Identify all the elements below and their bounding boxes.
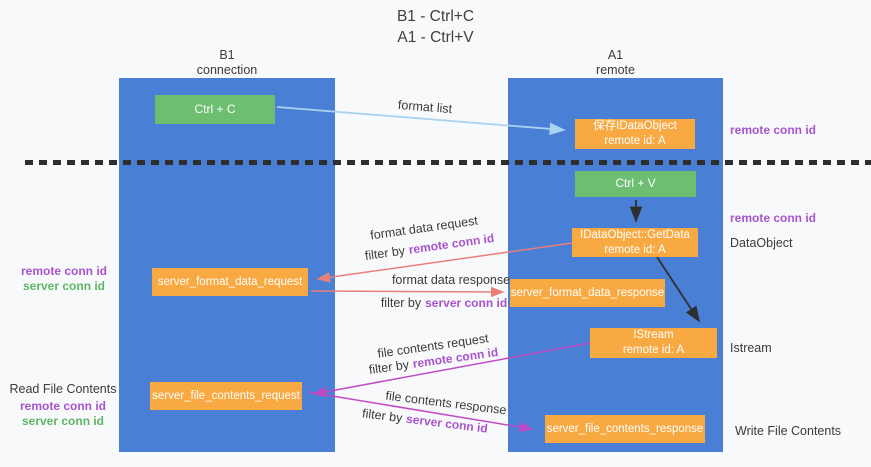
diagram-title: B1 - Ctrl+C A1 - Ctrl+V	[0, 6, 871, 48]
ctrl-v-label: Ctrl + V	[615, 176, 656, 191]
istream-line2: remote id: A	[622, 344, 685, 356]
server-conn-id-annotation: server conn id	[22, 279, 106, 293]
server-conn-id-annotation: server conn id	[21, 414, 105, 428]
left-conn-id-annotation-bottom: remote conn id server conn id	[8, 399, 118, 429]
lifeline-header-b1: B1 connection	[119, 48, 335, 78]
idataobject-getdata-box: IDataObject::GetData remote id: A	[572, 228, 698, 257]
filter-by-text: filter by	[361, 406, 404, 426]
idataobject-getdata-line2: remote id: A	[604, 243, 666, 256]
server-format-data-response-box: server_format_data_response	[510, 279, 665, 307]
remote-conn-id-annotation-mid: remote conn id	[730, 211, 817, 225]
dataobject-annotation: DataObject	[730, 236, 793, 250]
read-file-contents-annotation: Read File Contents	[9, 382, 117, 396]
server-file-contents-response-box: server_file_contents_response	[545, 415, 705, 443]
istream-annotation: Istream	[730, 341, 772, 355]
server-file-contents-request-box: server_file_contents_request	[150, 382, 302, 410]
server-conn-id-key: server conn id	[405, 411, 489, 436]
filter-by-text: filter by	[380, 296, 422, 310]
server-file-contents-request-label: server_file_contents_request	[152, 389, 300, 402]
filter-by-text: filter by	[364, 243, 406, 263]
format-data-response-arrow	[310, 286, 505, 298]
idataobject-getdata-line1: IDataObject::GetData	[580, 228, 690, 241]
istream-box: IStream remote id: A	[590, 328, 717, 358]
remote-conn-id-annotation: remote conn id	[20, 264, 107, 278]
istream-line1: IStream	[633, 329, 674, 342]
save-idataobject-line2: remote id: A	[604, 135, 666, 147]
title-line-1: B1 - Ctrl+C	[396, 8, 475, 25]
ctrl-v-box: Ctrl + V	[575, 171, 696, 197]
format-list-label: format list	[397, 97, 453, 117]
left-conn-id-annotation-mid: remote conn id server conn id	[14, 264, 114, 294]
format-data-response-label: format data response	[391, 273, 511, 287]
ctrl-c-label: Ctrl + C	[194, 101, 236, 116]
lifeline-a1-title: A1	[607, 48, 624, 62]
remote-conn-id-annotation: remote conn id	[19, 399, 106, 413]
title-line-2: A1 - Ctrl+V	[397, 29, 474, 46]
server-conn-id-key: server conn id	[425, 296, 508, 310]
lifeline-a1-subtitle: remote	[596, 63, 635, 77]
ctrl-c-box: Ctrl + C	[155, 95, 275, 124]
server-format-data-request-box: server_format_data_request	[152, 268, 308, 296]
server-format-data-response-label: server_format_data_response	[510, 286, 665, 299]
server-file-contents-response-label: server_file_contents_response	[546, 422, 704, 435]
save-idataobject-box: 保存IDataObject remote id: A	[575, 119, 695, 149]
write-file-contents-annotation: Write File Contents	[735, 424, 842, 438]
phase-separator-dashed-line	[25, 160, 871, 165]
lifeline-b1-title: B1	[219, 48, 235, 62]
remote-conn-id-annotation-top: remote conn id	[730, 123, 817, 137]
server-format-data-request-label: server_format_data_request	[157, 275, 303, 288]
lifeline-header-a1: A1 remote	[508, 48, 723, 78]
lifeline-b1-subtitle: connection	[196, 63, 258, 77]
save-idataobject-line1: 保存IDataObject	[593, 120, 677, 133]
